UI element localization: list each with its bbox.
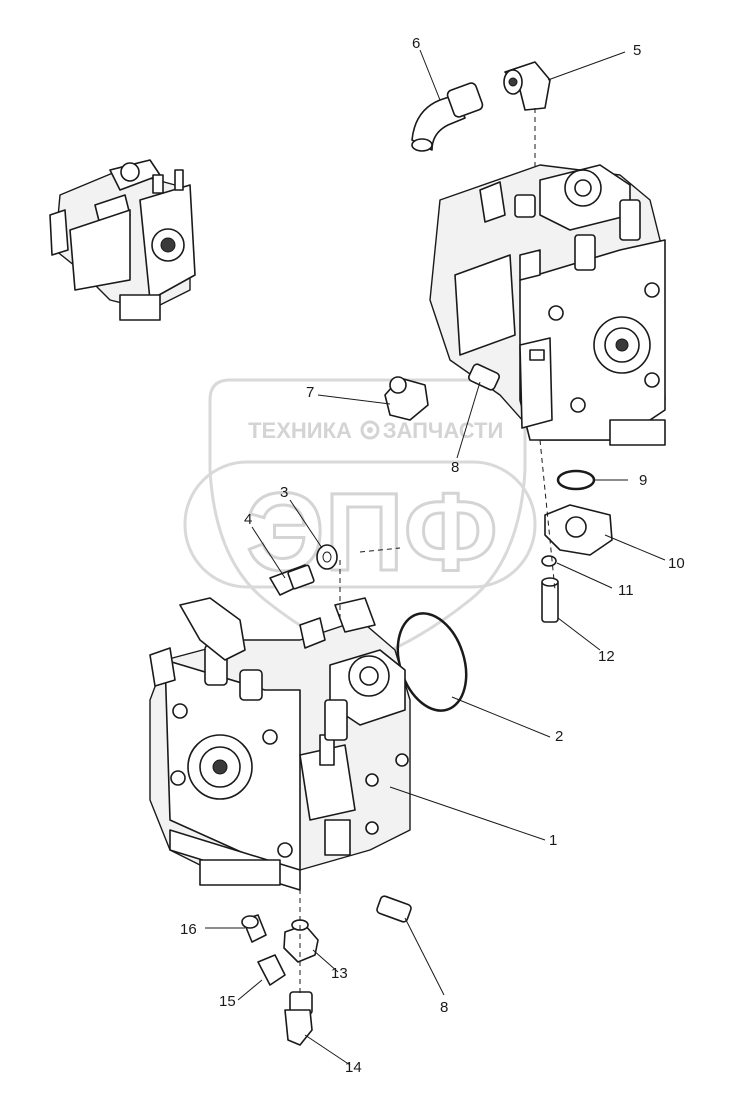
- part-3-washer: [316, 544, 338, 570]
- part-15-nut: [257, 954, 286, 986]
- callout-9: 9: [639, 472, 647, 489]
- part-16-cap: [241, 914, 267, 943]
- gear-icon: [360, 420, 380, 440]
- part-8-plug-lower: [376, 895, 412, 923]
- part-4-bolt: [269, 564, 315, 596]
- pump-overview-thumbnail: [49, 159, 196, 321]
- callout-6: 6: [412, 35, 420, 52]
- part-12-bolt: [541, 577, 559, 623]
- watermark-text-left: ТЕХНИКА: [248, 418, 352, 443]
- part-9-o-ring: [556, 469, 596, 491]
- callout-3: 3: [280, 484, 288, 501]
- callout-2: 2: [555, 728, 563, 745]
- assembly-axes: [299, 108, 556, 995]
- callout-7: 7: [306, 384, 314, 401]
- leader-lines: [205, 49, 666, 1066]
- callout-11: 11: [618, 582, 634, 599]
- part-10-flange: [544, 504, 613, 556]
- part-11-washer: [541, 555, 557, 567]
- part-7-elbow-fitting: [384, 376, 429, 421]
- pump-assembly-upper: [429, 164, 666, 446]
- callout-12: 12: [598, 648, 615, 665]
- callout-8-upper: 8: [451, 459, 459, 476]
- part-14-elbow-fitting: [284, 991, 313, 1046]
- callout-14: 14: [345, 1059, 362, 1076]
- pump-assembly-lower: [149, 597, 411, 891]
- callout-1: 1: [549, 832, 557, 849]
- part-13-adapter: [283, 919, 319, 963]
- callout-15: 15: [219, 993, 236, 1010]
- callout-5: 5: [633, 42, 641, 59]
- callout-16: 16: [180, 921, 197, 938]
- part-5-elbow-fitting: [503, 61, 551, 111]
- callout-labels: 6 5 7 8 9 10 11 12 3 4 2 1 16 13 8 15 14: [180, 35, 685, 1076]
- watermark-text-right: ЗАПЧАСТИ: [383, 418, 504, 443]
- part-8-plug-upper: [468, 363, 500, 391]
- callout-13: 13: [331, 965, 348, 982]
- callout-4: 4: [244, 511, 252, 528]
- callout-8-lower: 8: [440, 999, 448, 1016]
- callout-10: 10: [668, 555, 685, 572]
- part-6-elbow-fitting: [411, 82, 484, 152]
